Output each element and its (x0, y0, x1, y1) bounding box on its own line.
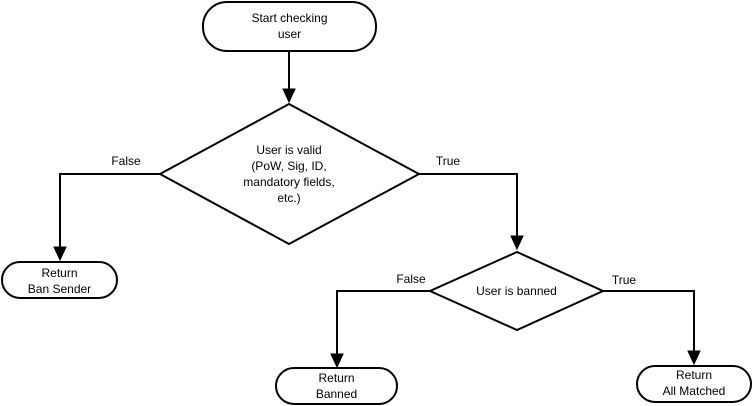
node-all-matched-line-1: Return (676, 368, 712, 382)
edge-start-to-valid (282, 51, 296, 104)
edge-banned-true (603, 290, 701, 366)
node-valid-line-1: User is valid (256, 143, 321, 157)
node-banned-line-2: Banned (316, 387, 357, 401)
node-valid-line-4: etc.) (277, 191, 300, 205)
node-valid-line-3: mandatory fields, (243, 175, 334, 189)
node-start-line-2: user (278, 27, 301, 41)
node-ban-sender-line-2: Ban Sender (28, 282, 91, 296)
edge-label-valid-true: True (436, 154, 461, 168)
node-return-all-matched: Return All Matched (636, 365, 752, 403)
node-return-ban-sender: Return Ban Sender (1, 261, 118, 299)
edge-valid-true (419, 173, 524, 251)
node-banned-line-1: Return (318, 371, 354, 385)
node-start-line-1: Start checking (251, 11, 327, 25)
edge-label-valid-false: False (111, 154, 141, 168)
edge-label-banned-true: True (612, 273, 637, 287)
node-start: Start checking user (202, 1, 377, 52)
edge-banned-false (330, 290, 430, 369)
node-ban-sender-line-1: Return (41, 266, 77, 280)
node-user-is-valid: User is valid (PoW, Sig, ID, mandatory f… (157, 102, 422, 246)
node-return-banned: Return Banned (275, 367, 398, 405)
node-all-matched-line-2: All Matched (663, 384, 726, 398)
edge-label-banned-false: False (396, 272, 426, 286)
edge-valid-false (53, 173, 160, 262)
node-user-is-banned: User is banned (427, 250, 606, 332)
node-banned-check-line-1: User is banned (476, 284, 557, 298)
node-valid-line-2: (PoW, Sig, ID, (251, 159, 326, 173)
